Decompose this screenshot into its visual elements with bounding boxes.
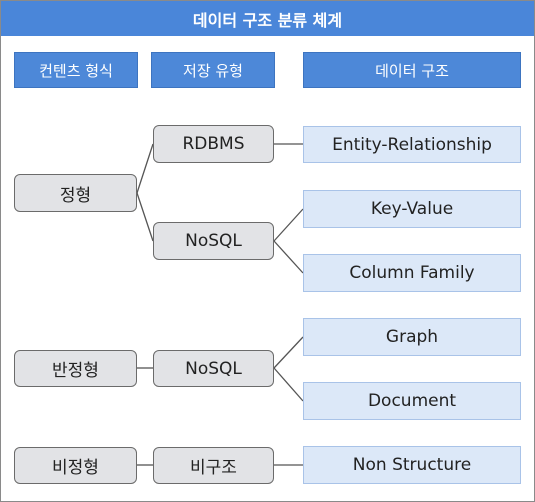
- node-key-value: Key-Value: [303, 190, 521, 228]
- node-non-structure: Non Structure: [303, 446, 521, 484]
- node-graph: Graph: [303, 318, 521, 356]
- header-storage-type: 저장 유형: [151, 52, 275, 88]
- node-nosql-semi: NoSQL: [153, 350, 274, 387]
- link-nosql-graph: [273, 336, 304, 369]
- link-structured-rdbms: [136, 143, 154, 194]
- header-data-structure: 데이터 구조: [303, 52, 521, 88]
- diagram-title: 데이터 구조 분류 체계: [1, 1, 534, 36]
- link-nosql-document: [273, 367, 304, 402]
- node-document: Document: [303, 382, 521, 420]
- node-non-structured-storage: 비구조: [153, 447, 274, 484]
- link-structured-nosql: [136, 192, 154, 242]
- header-content-type: 컨텐츠 형식: [14, 52, 138, 88]
- node-rdbms: RDBMS: [153, 125, 274, 163]
- node-structured: 정형: [14, 174, 137, 212]
- node-nosql-structured: NoSQL: [153, 222, 274, 260]
- node-column-family: Column Family: [303, 254, 521, 292]
- link-nosql-columnfamily: [273, 240, 304, 274]
- node-semi-structured: 반정형: [14, 350, 137, 387]
- node-unstructured: 비정형: [14, 447, 137, 484]
- node-entity-relationship: Entity-Relationship: [303, 126, 521, 163]
- link-nosql-keyvalue: [273, 208, 304, 242]
